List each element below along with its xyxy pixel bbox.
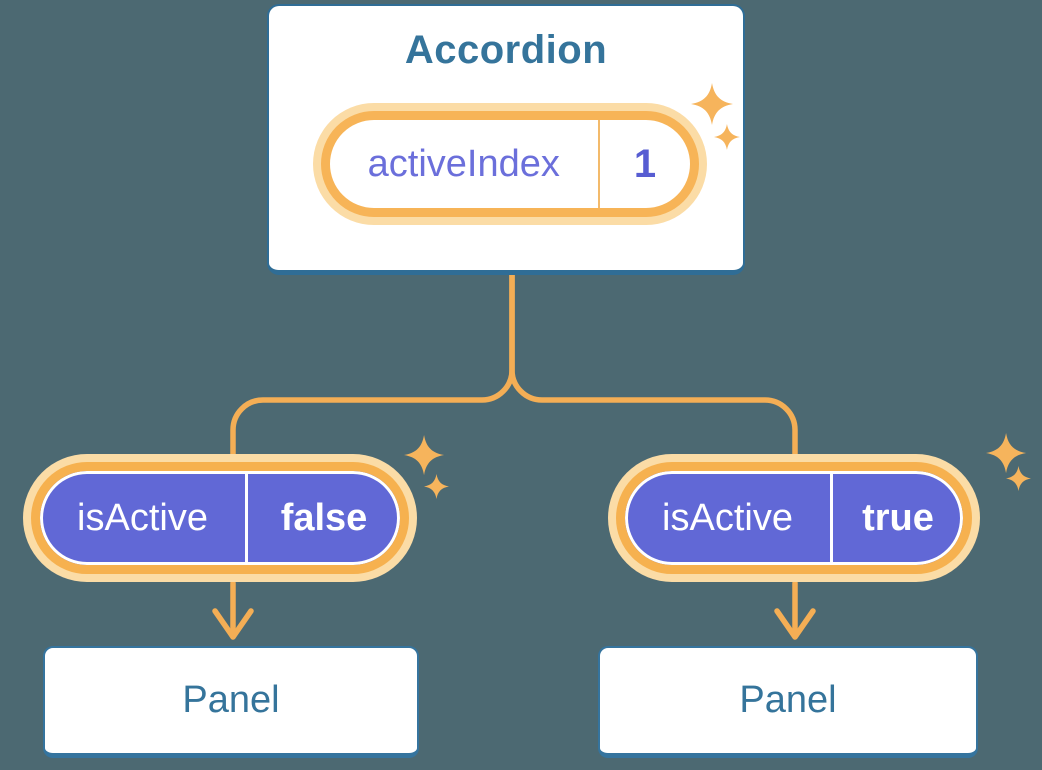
prop-name: isActive	[77, 496, 208, 539]
panel-title: Panel	[182, 679, 280, 721]
pill-divider	[830, 471, 833, 565]
connector-left-branch	[230, 271, 515, 458]
sparkle-icon	[1006, 466, 1031, 491]
sparkle-icon	[404, 435, 445, 476]
arrow-right-head	[774, 608, 816, 640]
panel-card-right: Panel	[598, 646, 978, 758]
panel-title: Panel	[739, 679, 837, 721]
pill-divider	[245, 471, 248, 565]
state-value: 1	[633, 141, 657, 186]
sparkle-icon	[986, 433, 1027, 474]
state-pill-active-index: activeIndex 1	[321, 111, 699, 217]
accordion-title: Accordion	[404, 28, 608, 72]
prop-pill-right: isActive true	[616, 462, 972, 574]
prop-value: false	[280, 496, 368, 539]
panel-card-left: Panel	[43, 646, 419, 758]
state-name: activeIndex	[367, 142, 560, 185]
sparkle-icon	[424, 474, 449, 499]
prop-name: isActive	[662, 496, 793, 539]
pill-divider	[597, 120, 600, 208]
arrow-left-head	[212, 608, 254, 640]
connector-right-branch	[509, 271, 798, 458]
prop-pill-left: isActive false	[31, 462, 409, 574]
prop-value: true	[862, 496, 934, 539]
